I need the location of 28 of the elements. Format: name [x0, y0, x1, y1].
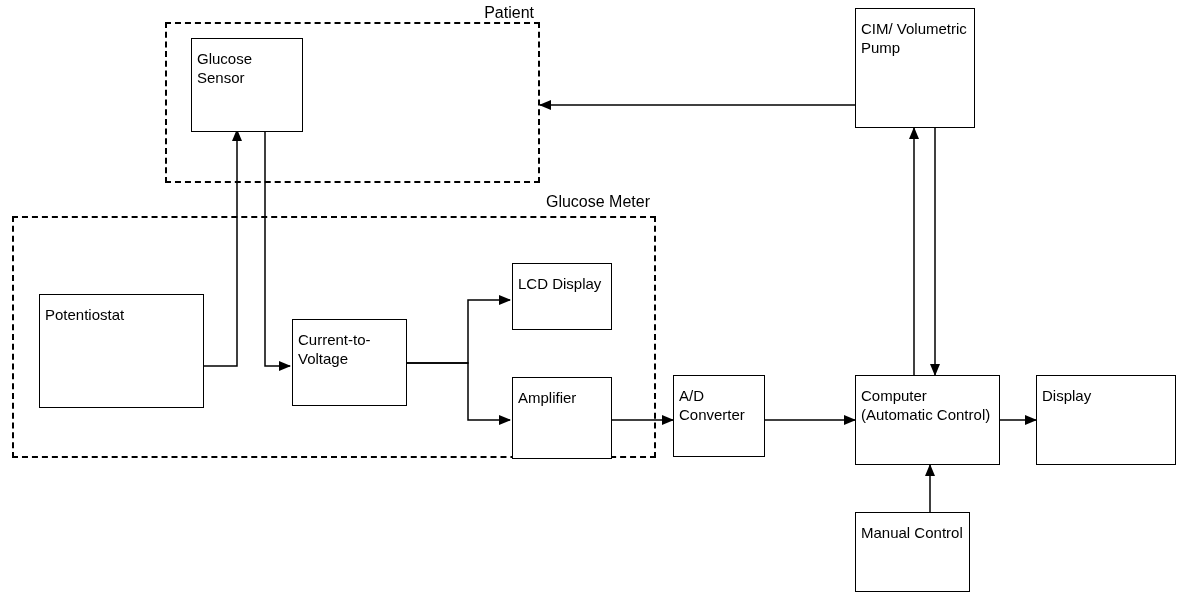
group-label: Patient: [484, 5, 534, 21]
box-label: LCD Display: [518, 274, 603, 293]
arrow: [539, 100, 856, 110]
box-label: Manual Control: [861, 523, 964, 542]
process-box: [512, 377, 612, 459]
arrow: [909, 127, 919, 376]
arrow: [930, 127, 940, 376]
box-label: Computer (Automatic Control): [861, 386, 992, 424]
box-label: Potentiostat: [45, 305, 126, 324]
box-label: Glucose Sensor: [197, 49, 254, 87]
process-box: [855, 8, 975, 128]
process-box: [512, 263, 612, 330]
process-box: [855, 512, 970, 592]
group-label: Glucose Meter: [545, 194, 650, 210]
process-box: [39, 294, 204, 408]
box-label: Current-to- Voltage: [298, 330, 372, 368]
arrow: [925, 464, 935, 513]
process-box: [673, 375, 765, 457]
box-label: Display: [1042, 386, 1093, 405]
process-box: [191, 38, 303, 132]
process-box: [1036, 375, 1176, 465]
arrow: [999, 415, 1037, 425]
box-label: Amplifier: [518, 388, 578, 407]
arrow: [764, 415, 856, 425]
box-label: CIM/ Volumetric Pump: [861, 19, 968, 57]
process-box: [855, 375, 1000, 465]
box-label: A/D Converter: [679, 386, 746, 424]
process-box: [292, 319, 407, 406]
